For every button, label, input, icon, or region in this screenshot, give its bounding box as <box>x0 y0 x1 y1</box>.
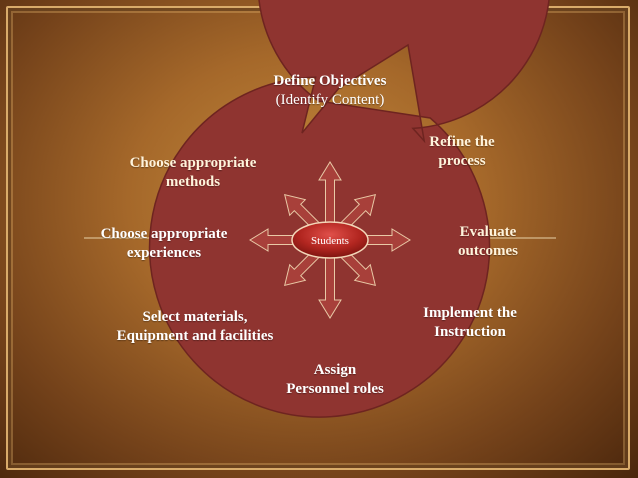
step-choose-experiences: Choose appropriate experiences <box>100 226 228 261</box>
step-evaluate-outcomes: Evaluate outcomes <box>458 224 518 259</box>
center-label: Students <box>311 235 349 247</box>
step-select-materials: Select materials, Equipment and faciliti… <box>116 309 274 344</box>
step-implement-instruction: Implement the Instruction <box>423 305 517 340</box>
step-choose-methods: Choose appropriate methods <box>129 155 257 190</box>
step-refine-process: Refine the process <box>429 134 495 169</box>
step-define-objectives: Define Objectives (Identify Content) <box>273 73 387 108</box>
center-oval <box>291 221 369 259</box>
step-assign-personnel: Assign Personnel roles <box>286 362 384 397</box>
cycle-arrow-ring <box>148 0 550 418</box>
